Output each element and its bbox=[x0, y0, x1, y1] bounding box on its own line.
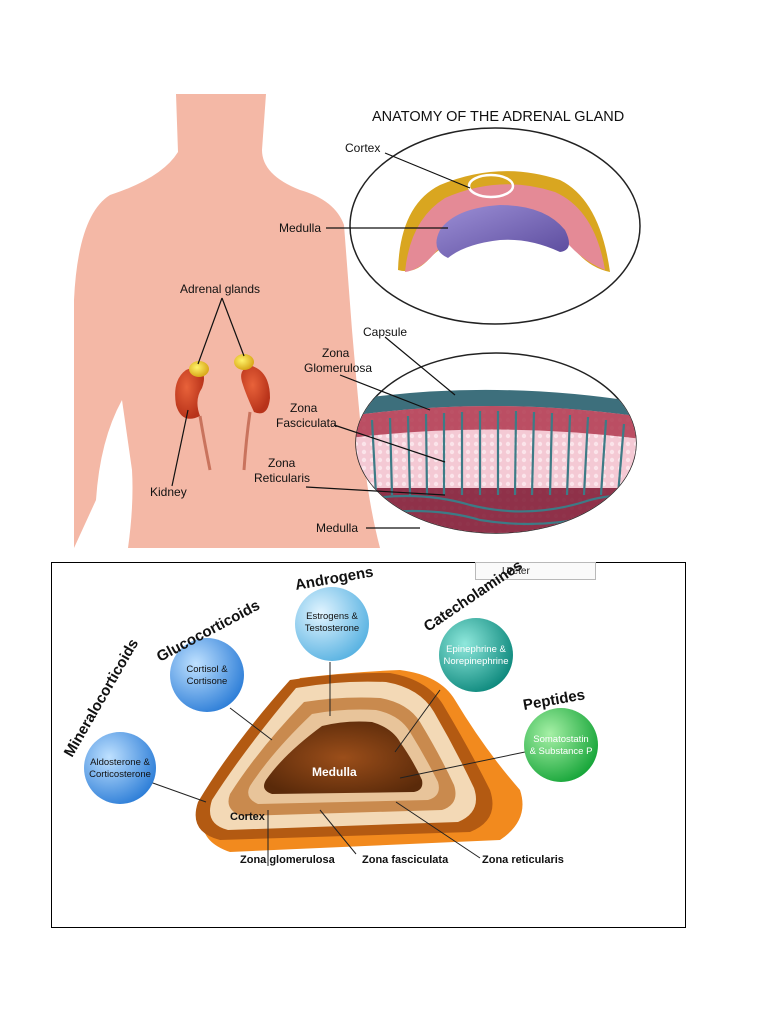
label-leader-lines bbox=[305, 152, 471, 529]
catecholamines-line2: Norepinephrine bbox=[444, 656, 509, 667]
ureter-label-box: Ureter bbox=[475, 562, 596, 580]
gland-cross-section bbox=[349, 127, 641, 325]
hormone-panel: Ureter bbox=[0, 540, 768, 960]
label-cortex: Cortex bbox=[345, 141, 380, 155]
zona-fasciculata-label: Zona fasciculata bbox=[362, 854, 449, 866]
medulla-label: Medulla bbox=[312, 765, 357, 779]
hormone-diagram: Aldosterone & Corticosterone Cortisol & … bbox=[61, 557, 598, 866]
hormone-circle-catecholamines bbox=[439, 618, 513, 692]
body-silhouette bbox=[74, 94, 380, 548]
right-kidney bbox=[234, 354, 270, 471]
cortex-label: Cortex bbox=[230, 811, 266, 823]
anatomy-title: ANATOMY OF THE ADRENAL GLAND bbox=[372, 109, 624, 125]
label-zona-reticularis-1: Zona bbox=[268, 456, 296, 470]
hormone-circle-glucocorticoids bbox=[170, 638, 244, 712]
left-kidney bbox=[175, 361, 212, 471]
zona-glomerulosa-label: Zona glomerulosa bbox=[240, 854, 336, 866]
zona-section bbox=[355, 352, 637, 534]
androgens-line1: Estrogens & bbox=[306, 611, 358, 622]
glucocorticoids-line2: Cortisone bbox=[187, 676, 228, 687]
hormone-circle-mineralocorticoids bbox=[84, 732, 156, 804]
hormone-frame bbox=[51, 562, 686, 928]
catecholamines-line1: Epinephrine & bbox=[446, 644, 506, 655]
adrenal-gland-3d bbox=[195, 670, 523, 852]
anatomy-panel: ANATOMY OF THE ADRENAL GLAND Cortex Medu… bbox=[74, 94, 641, 548]
label-medulla-bottom: Medulla bbox=[316, 521, 358, 535]
hormone-circle-peptides bbox=[524, 708, 598, 782]
label-zona-glomerulosa-2: Glomerulosa bbox=[304, 361, 372, 375]
peptides-line2: & Substance P bbox=[530, 746, 593, 757]
label-zona-fasciculata-2: Fasciculata bbox=[276, 416, 337, 430]
ureter-label: Ureter bbox=[502, 566, 530, 577]
peptides-line1: Somatostatin bbox=[533, 734, 588, 745]
label-zona-reticularis-2: Reticularis bbox=[254, 471, 310, 485]
label-zona-fasciculata-1: Zona bbox=[290, 401, 318, 415]
body-leader-lines bbox=[171, 297, 245, 487]
hormone-circle-androgens bbox=[295, 587, 369, 661]
label-zona-glomerulosa-1: Zona bbox=[322, 346, 350, 360]
zona-reticularis-label: Zona reticularis bbox=[482, 854, 564, 866]
androgens-line2: Testosterone bbox=[305, 623, 359, 634]
label-kidney: Kidney bbox=[150, 485, 187, 499]
anatomy-illustration: ANATOMY OF THE ADRENAL GLAND Cortex Medu… bbox=[74, 94, 641, 548]
label-adrenal-glands: Adrenal glands bbox=[180, 282, 260, 296]
label-capsule: Capsule bbox=[363, 325, 407, 339]
hormone-leader-lines bbox=[149, 662, 526, 866]
mineralocorticoids-line1: Aldosterone & bbox=[90, 757, 150, 768]
glucocorticoids-line1: Cortisol & bbox=[186, 664, 228, 675]
label-medulla: Medulla bbox=[279, 221, 321, 235]
mineralocorticoids-line2: Corticosterone bbox=[89, 769, 151, 780]
